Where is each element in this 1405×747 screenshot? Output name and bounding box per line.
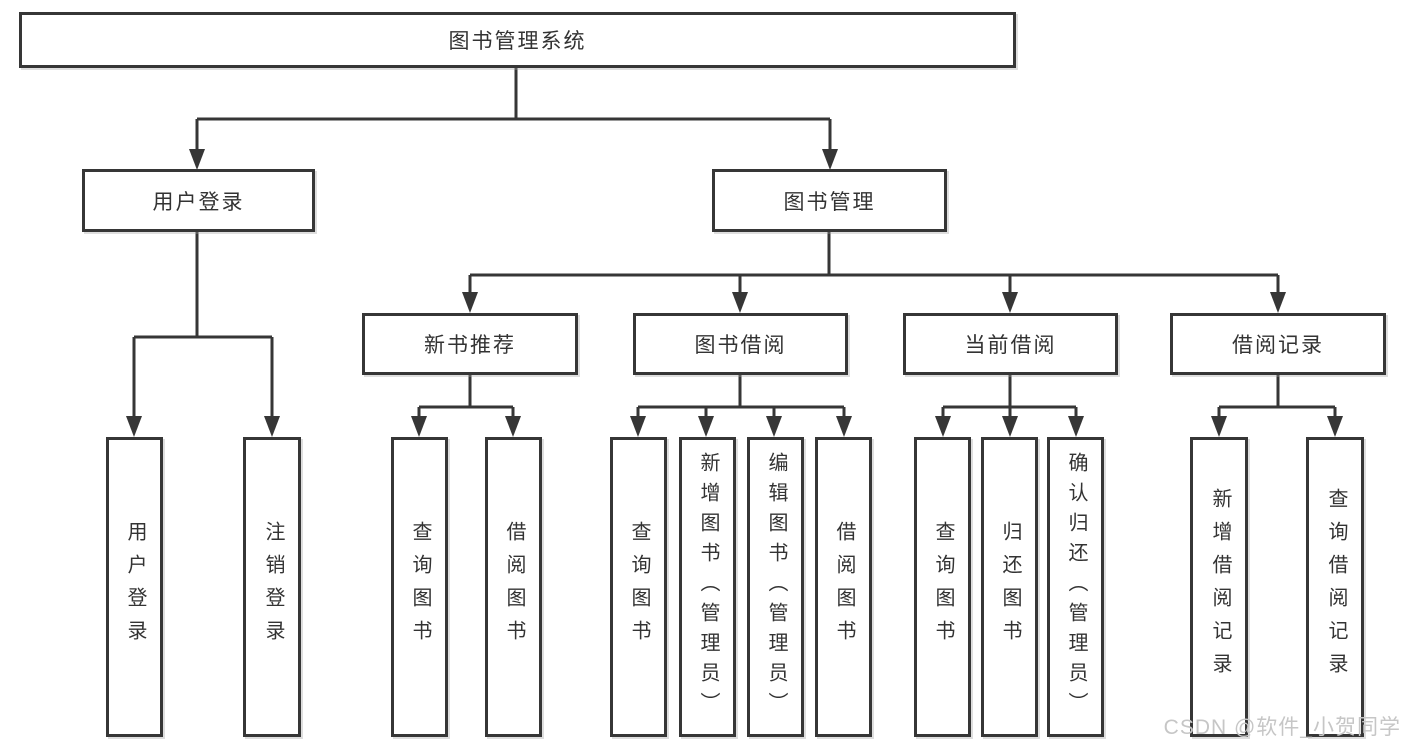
arrow-down-icon — [126, 416, 142, 437]
arrow-down-icon — [1002, 416, 1018, 437]
arrow-down-icon — [1068, 416, 1084, 437]
arrow-down-icon — [836, 416, 852, 437]
node-book-management: 图书管理 — [712, 169, 947, 232]
connector-login-to-leaves — [132, 232, 274, 419]
leaf-borrow-edit-books-admin: 编辑图书（管理员） — [747, 437, 804, 737]
arrow-down-icon — [264, 416, 280, 437]
node-current-borrow: 当前借阅 — [903, 313, 1118, 375]
arrow-down-icon — [822, 149, 838, 170]
leaf-records-query-record: 查询借阅记录 — [1306, 437, 1364, 737]
arrow-down-icon — [732, 292, 748, 313]
csdn-watermark: CSDN @软件_小贺同学 — [1163, 716, 1401, 739]
arrow-down-icon — [935, 416, 951, 437]
connector-mgmt-to-level3 — [468, 232, 1280, 295]
connector-records-to-leaves — [1217, 375, 1337, 419]
connector-borrow-to-leaves — [636, 375, 846, 419]
arrow-down-icon — [1002, 292, 1018, 313]
arrow-down-icon — [766, 416, 782, 437]
arrow-down-icon — [462, 292, 478, 313]
leaf-borrow-add-books-admin: 新增图书（管理员） — [679, 437, 736, 737]
arrow-down-icon — [189, 149, 205, 170]
leaf-newbook-query-books: 查询图书 — [391, 437, 448, 737]
leaf-borrow-query-books: 查询图书 — [610, 437, 667, 737]
arrowheads — [126, 149, 1343, 437]
connector-root-to-level2 — [195, 68, 832, 152]
leaf-newbook-borrow-books: 借阅图书 — [485, 437, 542, 737]
connector-newbook-to-leaves — [417, 375, 515, 419]
arrow-down-icon — [505, 416, 521, 437]
leaf-user-login: 用户登录 — [106, 437, 163, 737]
leaf-current-return-books: 归还图书 — [981, 437, 1038, 737]
node-book-borrow: 图书借阅 — [633, 313, 848, 375]
node-borrow-records: 借阅记录 — [1170, 313, 1386, 375]
node-new-book-recommend: 新书推荐 — [362, 313, 578, 375]
leaf-logout: 注销登录 — [243, 437, 301, 737]
leaf-borrow-borrow-books: 借阅图书 — [815, 437, 872, 737]
node-user-login: 用户登录 — [82, 169, 315, 232]
leaf-records-add-record: 新增借阅记录 — [1190, 437, 1248, 737]
arrow-down-icon — [411, 416, 427, 437]
arrow-down-icon — [630, 416, 646, 437]
arrow-down-icon — [698, 416, 714, 437]
node-root-system: 图书管理系统 — [19, 12, 1016, 68]
arrow-down-icon — [1211, 416, 1227, 437]
arrow-down-icon — [1327, 416, 1343, 437]
connector-current-to-leaves — [941, 375, 1078, 419]
arrow-down-icon — [1270, 292, 1286, 313]
leaf-current-confirm-return-admin: 确认归还（管理员） — [1047, 437, 1104, 737]
leaf-current-query-books: 查询图书 — [914, 437, 971, 737]
